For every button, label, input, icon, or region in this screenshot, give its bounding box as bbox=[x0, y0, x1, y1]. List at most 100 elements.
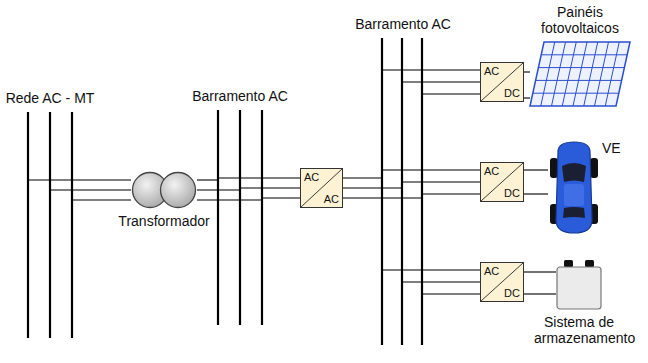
converter-box: AC DC bbox=[480, 62, 524, 102]
wire bbox=[524, 97, 530, 98]
wire bbox=[524, 169, 548, 170]
bus-bar bbox=[217, 110, 219, 325]
battery-case bbox=[557, 267, 601, 309]
busbar: Rede AC - MT bbox=[26, 112, 74, 338]
cell-line bbox=[573, 42, 587, 106]
bus-bar bbox=[49, 112, 51, 338]
cell-line bbox=[536, 80, 622, 81]
ev-car: VE bbox=[548, 140, 600, 235]
cell-line bbox=[541, 42, 555, 106]
converter-label: AC bbox=[304, 171, 319, 183]
bus-bar bbox=[261, 110, 263, 325]
converter-diagonal bbox=[481, 263, 523, 301]
converter-box: AC AC bbox=[300, 168, 343, 208]
ev-car-figure bbox=[548, 140, 600, 235]
cell-line bbox=[541, 54, 627, 55]
phase-wires bbox=[382, 70, 480, 94]
converter-label: AC bbox=[324, 193, 339, 205]
wire bbox=[524, 193, 548, 194]
component-label: Barramento AC bbox=[355, 16, 451, 32]
converter-box: AC DC bbox=[480, 262, 524, 302]
wire bbox=[197, 199, 262, 200]
pv-panel: Painéis fotovoltaicos bbox=[530, 42, 630, 106]
wire bbox=[422, 193, 480, 194]
winding-circle bbox=[161, 173, 196, 208]
battery-storage: Sistema de armazenamento bbox=[556, 260, 602, 310]
wire bbox=[382, 169, 480, 170]
wire bbox=[343, 177, 382, 178]
busbar-figure bbox=[380, 38, 426, 345]
cell-line bbox=[538, 67, 624, 68]
cell-line bbox=[552, 42, 566, 106]
bus-bar bbox=[27, 112, 29, 338]
wire bbox=[402, 181, 480, 182]
component-label: Barramento AC bbox=[192, 88, 288, 104]
converter-box: AC DC bbox=[480, 162, 524, 202]
bus-bar bbox=[421, 38, 423, 345]
wire bbox=[50, 189, 131, 190]
phase-wires bbox=[382, 270, 480, 294]
wire bbox=[240, 187, 300, 188]
phase-wires bbox=[382, 170, 480, 194]
wire bbox=[524, 71, 530, 72]
cell-line bbox=[533, 93, 619, 94]
converter-diagonal bbox=[481, 63, 523, 101]
busbar-figure bbox=[216, 110, 264, 325]
transformer-symbol-figure bbox=[131, 171, 197, 209]
wire bbox=[72, 199, 131, 200]
wire bbox=[218, 177, 300, 178]
phase-wires bbox=[524, 272, 556, 294]
phase-wires bbox=[524, 72, 530, 98]
component-label: Transformador bbox=[118, 213, 209, 229]
converter-label: AC bbox=[484, 265, 499, 277]
converter-label: DC bbox=[504, 87, 520, 99]
converter-label: AC bbox=[484, 65, 499, 77]
bus-bar bbox=[401, 38, 403, 345]
rear-window bbox=[563, 207, 585, 218]
battery-terminal bbox=[585, 260, 594, 267]
phase-wires bbox=[197, 180, 262, 200]
cell-line bbox=[584, 42, 598, 106]
bus-bar bbox=[381, 38, 383, 345]
component-label: VE bbox=[602, 140, 621, 156]
converter-label: DC bbox=[504, 187, 520, 199]
wire bbox=[402, 281, 480, 282]
phase-wires bbox=[28, 180, 131, 200]
wire bbox=[382, 69, 480, 70]
wire bbox=[524, 271, 556, 272]
transformer-symbol: Transformador bbox=[131, 171, 197, 209]
wire bbox=[422, 293, 480, 294]
wire bbox=[262, 197, 300, 198]
cell-line bbox=[595, 42, 609, 106]
roof bbox=[564, 184, 584, 206]
pv-panel-figure bbox=[530, 42, 630, 106]
panel-outline bbox=[530, 42, 630, 106]
phase-wires bbox=[524, 170, 548, 194]
busbar: Barramento AC bbox=[380, 38, 426, 345]
windshield bbox=[562, 163, 586, 182]
bus-bar bbox=[239, 110, 241, 325]
wire bbox=[28, 179, 131, 180]
car-body bbox=[556, 142, 592, 233]
bus-bar bbox=[71, 112, 73, 338]
wire bbox=[524, 293, 556, 294]
phase-wires bbox=[218, 178, 300, 198]
wire bbox=[402, 81, 480, 82]
cell-line bbox=[605, 42, 619, 106]
component-label: Sistema de armazenamento bbox=[534, 314, 624, 346]
wire bbox=[382, 269, 480, 270]
converter-diagonal bbox=[481, 163, 523, 201]
converter-label: DC bbox=[504, 287, 520, 299]
wire bbox=[197, 179, 218, 180]
cell-line bbox=[562, 42, 576, 106]
component-label: Painéis fotovoltaicos bbox=[525, 4, 635, 36]
converter-label: AC bbox=[484, 165, 499, 177]
busbar-figure bbox=[26, 112, 74, 338]
wire bbox=[422, 93, 480, 94]
battery-terminal bbox=[564, 260, 573, 267]
battery-storage-figure bbox=[556, 260, 602, 310]
converter-diagonal bbox=[301, 169, 342, 207]
wire bbox=[343, 187, 402, 188]
busbar: Barramento AC bbox=[216, 110, 264, 325]
